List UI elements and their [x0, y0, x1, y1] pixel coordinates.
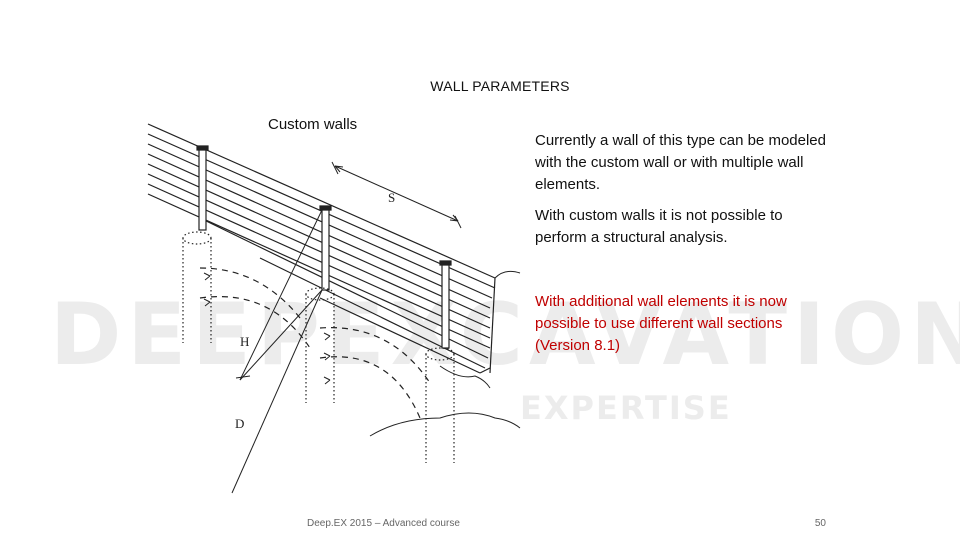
pressure-arrows	[203, 272, 331, 385]
excavation-arcs	[199, 267, 431, 419]
dimension-label-d: D	[235, 416, 244, 431]
slide-title: WALL PARAMETERS	[430, 78, 570, 94]
footer-course-name: Deep.EX 2015 – Advanced course	[307, 518, 460, 529]
soldier-pile-wall-diagram: S H D	[147, 123, 521, 494]
ground-surface	[369, 270, 521, 437]
dimension-label-h: H	[240, 334, 249, 349]
soldier-piles	[196, 145, 452, 349]
drilled-shafts	[182, 231, 455, 463]
paragraph-version-note: With additional wall elements it is now …	[535, 293, 787, 354]
dimension-s	[331, 161, 462, 229]
watermark-tagline: EXPERTISE	[520, 389, 732, 427]
paragraph-structural-analysis: With custom walls it is not possible to …	[535, 207, 783, 246]
slide-subtitle: Custom walls	[268, 116, 358, 133]
paragraph-wall-modeling: Currently a wall of this type can be mod…	[535, 132, 826, 193]
footer-page-number: 50	[814, 518, 826, 529]
dimension-label-s: S	[388, 190, 395, 205]
dimension-h-d	[231, 209, 323, 494]
